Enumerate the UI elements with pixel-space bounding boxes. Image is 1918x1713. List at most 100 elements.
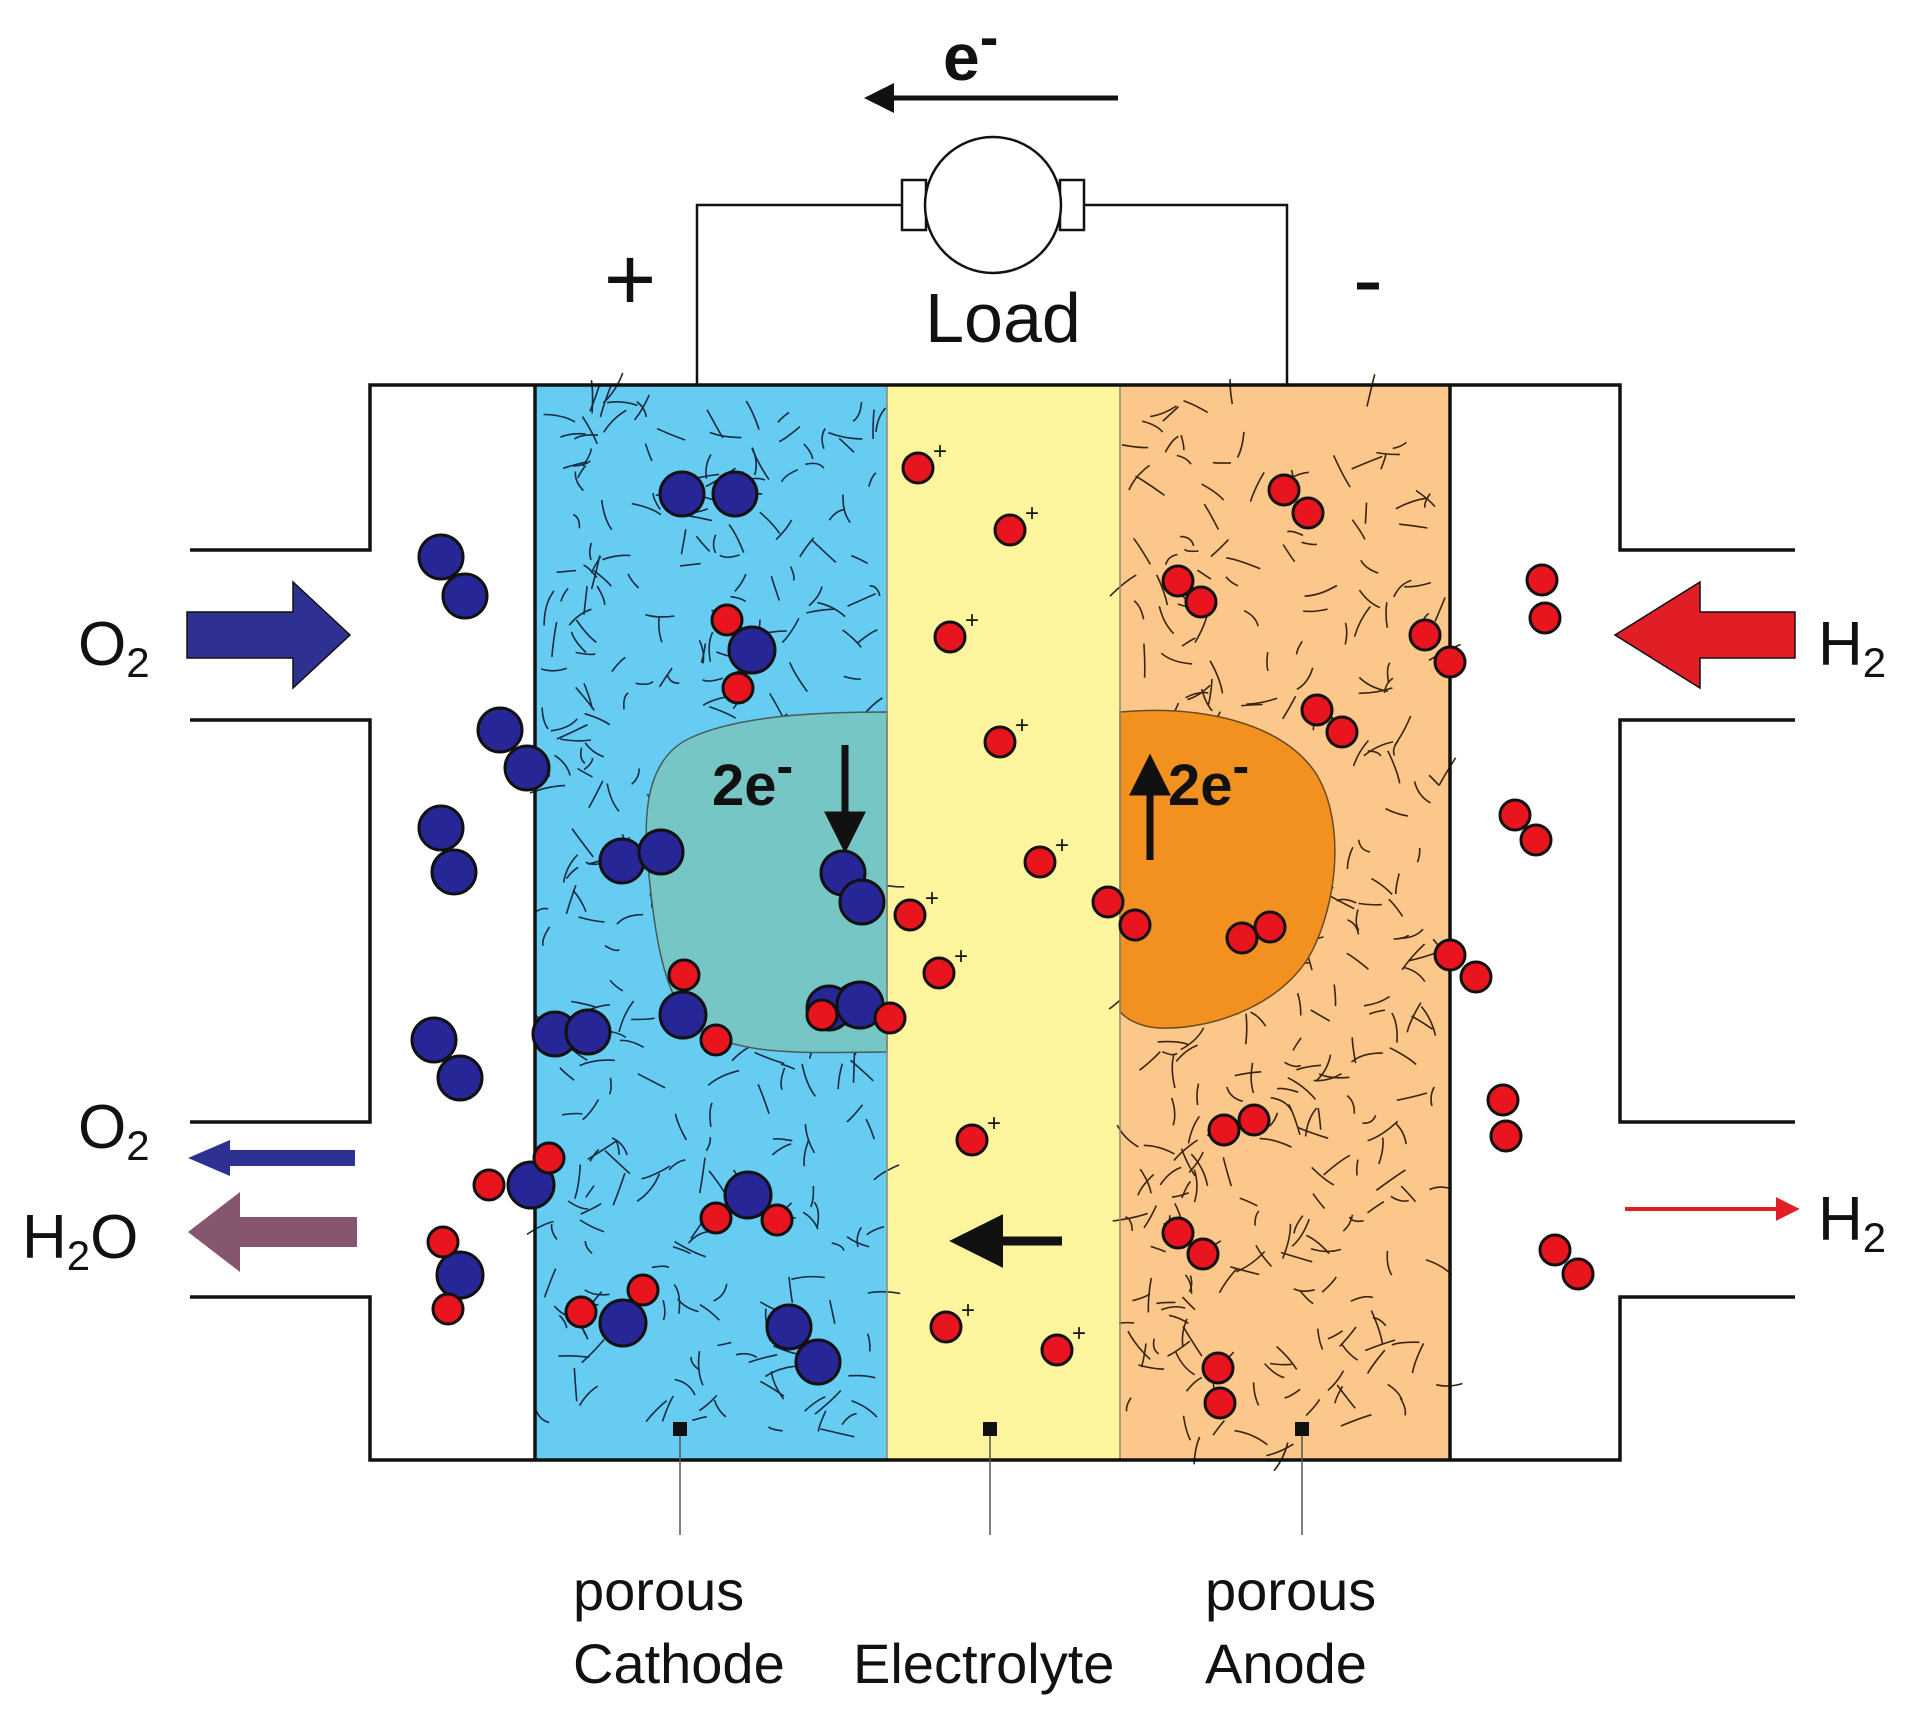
- fiber: [851, 1399, 878, 1418]
- fiber: [734, 573, 747, 592]
- ion-charge-label: +: [965, 607, 979, 634]
- fiber: [1296, 1064, 1322, 1071]
- fiber: [565, 884, 577, 915]
- fiber: [1112, 1212, 1148, 1222]
- fiber: [680, 529, 687, 555]
- ion-charge-label: +: [933, 438, 947, 465]
- fiber: [619, 1039, 644, 1048]
- fiber: [1264, 1363, 1285, 1379]
- fiber: [717, 1341, 732, 1347]
- fiber: [609, 979, 624, 992]
- fiber: [574, 471, 584, 492]
- fiber: [1229, 378, 1234, 405]
- fiber: [1385, 602, 1389, 628]
- fiber: [1395, 497, 1426, 510]
- fiber: [1296, 667, 1314, 691]
- fiber: [658, 667, 673, 688]
- fiber: [666, 675, 680, 684]
- fiber: [731, 1046, 750, 1062]
- ion-charge-label: +: [925, 885, 939, 912]
- electrolyte-layer: [887, 385, 1120, 1460]
- fiber: [570, 631, 587, 654]
- fiber: [1438, 757, 1457, 786]
- fiber: [1183, 548, 1199, 553]
- fiber: [702, 677, 723, 682]
- hydrogen-atom: [1561, 1257, 1595, 1291]
- fiber: [1226, 1086, 1243, 1103]
- fiber: [1416, 847, 1421, 863]
- fiber: [1282, 544, 1296, 563]
- fiber: [608, 1077, 612, 1095]
- fiber: [1327, 1370, 1345, 1392]
- oxygen-atom: [564, 1008, 612, 1056]
- hydrogen-atom: [1267, 473, 1301, 507]
- hydrogen-ion: [955, 1123, 989, 1157]
- ions-layer: ++++++++++: [893, 438, 1086, 1367]
- fiber: [556, 569, 577, 574]
- fiber: [567, 1200, 589, 1210]
- fiber: [1420, 1005, 1437, 1036]
- fiber: [581, 1338, 605, 1364]
- fiber: [709, 431, 742, 439]
- fiber: [1190, 1153, 1209, 1186]
- fiber: [1388, 898, 1404, 917]
- hydrogen-atom: [564, 1295, 598, 1329]
- anode-fiber-texture: [1108, 374, 1463, 1472]
- fiber: [662, 1299, 666, 1321]
- hydrogen-atom: [1161, 1216, 1195, 1250]
- fiber: [1167, 1340, 1191, 1357]
- fiber: [1128, 464, 1151, 491]
- fiber: [1152, 1338, 1160, 1355]
- fiber: [1158, 606, 1175, 635]
- hydrogen-atom: [1459, 960, 1493, 994]
- fiber: [526, 1220, 554, 1235]
- cathode-marker: [673, 1422, 687, 1436]
- fiber: [583, 757, 594, 771]
- fiber: [600, 500, 613, 531]
- fiber: [1284, 1061, 1302, 1068]
- fiber: [583, 683, 593, 709]
- fiber: [560, 587, 569, 602]
- fiber: [805, 462, 825, 469]
- fiber: [705, 1136, 712, 1152]
- load-motor-symbol: [923, 135, 1063, 275]
- hydrogen-atom: [1489, 1119, 1523, 1153]
- fiber: [1302, 608, 1328, 613]
- fiber: [708, 1170, 725, 1193]
- fiber: [579, 1219, 605, 1233]
- fiber: [1266, 652, 1269, 672]
- fiber: [1142, 420, 1164, 433]
- hydrogen-ion: [922, 956, 956, 990]
- fiber: [1292, 1037, 1302, 1051]
- fiber: [627, 573, 640, 589]
- ion-charge-label: +: [987, 1110, 1001, 1137]
- fiber: [562, 854, 579, 883]
- hydrogen-atom: [1528, 601, 1562, 635]
- fiber: [1297, 1126, 1329, 1140]
- fiber: [1236, 431, 1245, 458]
- hydrogen-atom: [1291, 496, 1325, 530]
- fiber: [713, 1399, 727, 1418]
- hydrogen-outlet-label: H2: [1818, 1185, 1886, 1261]
- fiber: [1362, 1114, 1377, 1124]
- oxygen-atom: [598, 1298, 648, 1348]
- oxygen-atom: [417, 533, 465, 581]
- fiber: [1143, 1205, 1158, 1229]
- fiber: [735, 1352, 758, 1358]
- fiber: [571, 828, 594, 858]
- fiber: [709, 706, 736, 719]
- fiber: [1336, 898, 1357, 904]
- fiber: [1406, 1002, 1422, 1033]
- fiber: [1293, 1215, 1304, 1234]
- fiber: [1346, 846, 1354, 870]
- load-right-tab: [1058, 178, 1086, 232]
- fiber: [757, 1083, 770, 1115]
- fiber: [748, 1354, 778, 1364]
- electrolyte-label: Electrolyte: [853, 1632, 1114, 1695]
- fiber: [1181, 1318, 1188, 1347]
- fiber: [1293, 1287, 1315, 1292]
- anode-label-line2: Anode: [1205, 1632, 1367, 1695]
- hydrogen-atom: [1161, 564, 1195, 598]
- hydrogen-atom: [472, 1168, 506, 1202]
